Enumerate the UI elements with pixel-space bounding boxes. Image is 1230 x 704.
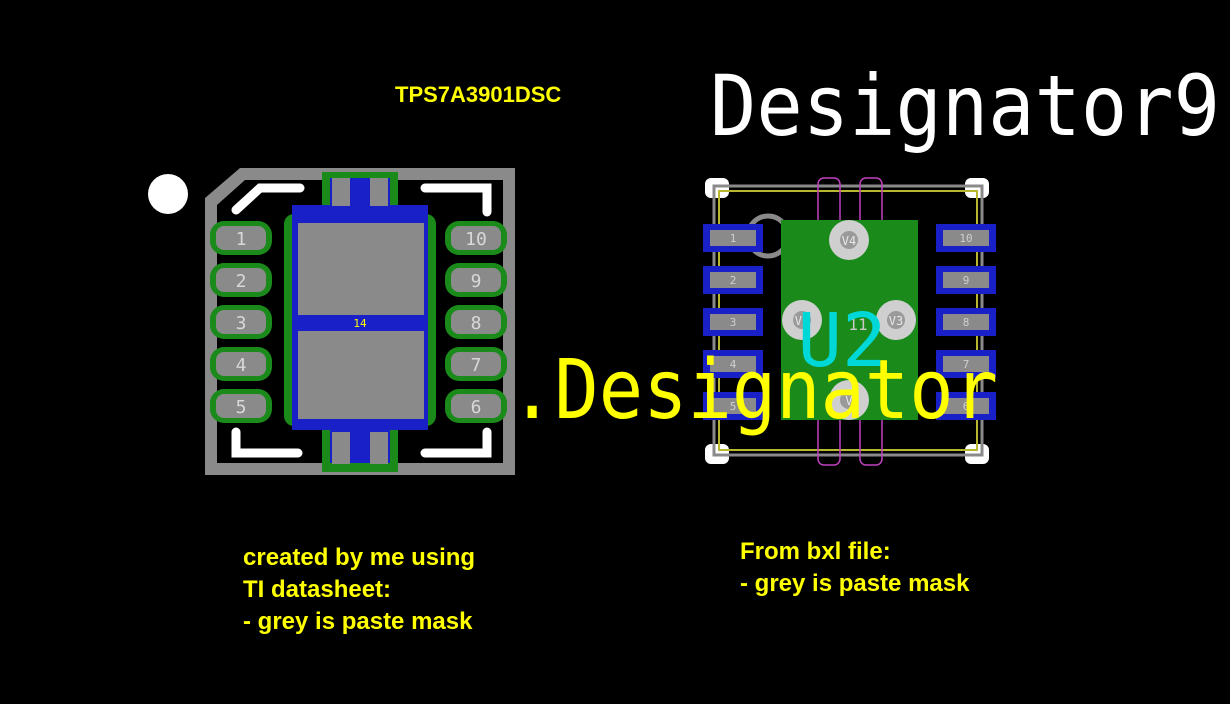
- left-footprint[interactable]: 14 1 2 3 4 5 10 9 8 7 6: [148, 168, 515, 475]
- pin-pad: 10: [936, 224, 996, 252]
- pin-number: 10: [959, 232, 972, 245]
- caption-right: From bxl file: - grey is paste mask: [740, 536, 969, 600]
- pin-number: 7: [471, 355, 482, 376]
- pin-number: 5: [236, 397, 247, 418]
- pin-number: 3: [730, 316, 737, 329]
- pin-number: 6: [963, 400, 970, 413]
- pin-pad: 5: [703, 392, 763, 420]
- pin-number: 8: [471, 313, 482, 334]
- pin-number: 10: [465, 229, 487, 250]
- paste-window-bottom: [298, 331, 424, 419]
- pin-number: 1: [730, 232, 737, 245]
- right-footprint[interactable]: V4 V2 V3 V 11 1 2 3 4 5 10 9 8 7 6 U2: [703, 177, 996, 466]
- refdes-label: U2: [797, 298, 886, 384]
- pin-pad: 3: [703, 308, 763, 336]
- pin-pad: 4: [210, 347, 272, 381]
- pin1-marker-dot: [148, 174, 188, 214]
- paste-tab: [332, 178, 350, 206]
- pin-pad: 8: [936, 308, 996, 336]
- pin-pad: 3: [210, 305, 272, 339]
- pin-number: 9: [471, 271, 482, 292]
- via-label-bottom: V: [845, 394, 852, 408]
- pad-center-label: 11: [848, 315, 867, 334]
- designator-white-label: Designator9: [710, 57, 1220, 155]
- pin-pad: 7: [445, 347, 507, 381]
- pin-number: 9: [963, 274, 970, 287]
- vias: [782, 220, 916, 420]
- pin-pad: 9: [445, 263, 507, 297]
- pin-pad: 7: [936, 350, 996, 378]
- right-pin-column: 10 9 8 7 6: [445, 221, 507, 423]
- via-label-left: V2: [795, 314, 809, 328]
- paste-tab: [332, 432, 350, 464]
- pin-pad: 4: [703, 350, 763, 378]
- pin-number: 8: [963, 316, 970, 329]
- pin-number: 4: [730, 358, 737, 371]
- via-label-top: V4: [842, 234, 856, 248]
- left-pin-column: 1 2 3 4 5: [210, 221, 272, 423]
- pin-number: 1: [236, 229, 247, 250]
- pin-pad: 6: [936, 392, 996, 420]
- paste-tab: [370, 432, 388, 464]
- pin-pad: 10: [445, 221, 507, 255]
- pin-pad: 1: [210, 221, 272, 255]
- caption-left-line: created by me using: [243, 544, 476, 571]
- designator-yellow-label: .Designator: [510, 343, 998, 438]
- caption-left-line: TI datasheet:: [243, 576, 392, 603]
- via-label-right: V3: [889, 314, 903, 328]
- pin-number: 2: [730, 274, 737, 287]
- pin-number: 3: [236, 313, 247, 334]
- pin-pad: 8: [445, 305, 507, 339]
- pin-pad: 2: [210, 263, 272, 297]
- paste-window-top: [298, 223, 424, 315]
- pad-center-label: 14: [353, 317, 367, 330]
- pin-pad: 9: [936, 266, 996, 294]
- paste-tab: [370, 178, 388, 206]
- pin-number: 5: [730, 400, 737, 413]
- caption-left: created by me using TI datasheet: - grey…: [243, 542, 475, 638]
- pin-number: 4: [236, 355, 247, 376]
- caption-right-line: From bxl file:: [740, 538, 891, 565]
- right-pin-column: 10 9 8 7 6: [936, 224, 996, 420]
- left-pin-column: 1 2 3 4 5: [703, 224, 763, 420]
- pin-pad: 2: [703, 266, 763, 294]
- pin-number: 6: [471, 397, 482, 418]
- pin-pad: 6: [445, 389, 507, 423]
- part-number-title: TPS7A3901DSC: [395, 82, 562, 107]
- caption-right-line: - grey is paste mask: [740, 570, 970, 597]
- pin-number: 7: [963, 358, 970, 371]
- silkscreen-corners: [231, 183, 492, 458]
- pin-pad: 1: [703, 224, 763, 252]
- pin-pad: 5: [210, 389, 272, 423]
- pin-number: 2: [236, 271, 247, 292]
- caption-left-line: - grey is paste mask: [243, 608, 473, 635]
